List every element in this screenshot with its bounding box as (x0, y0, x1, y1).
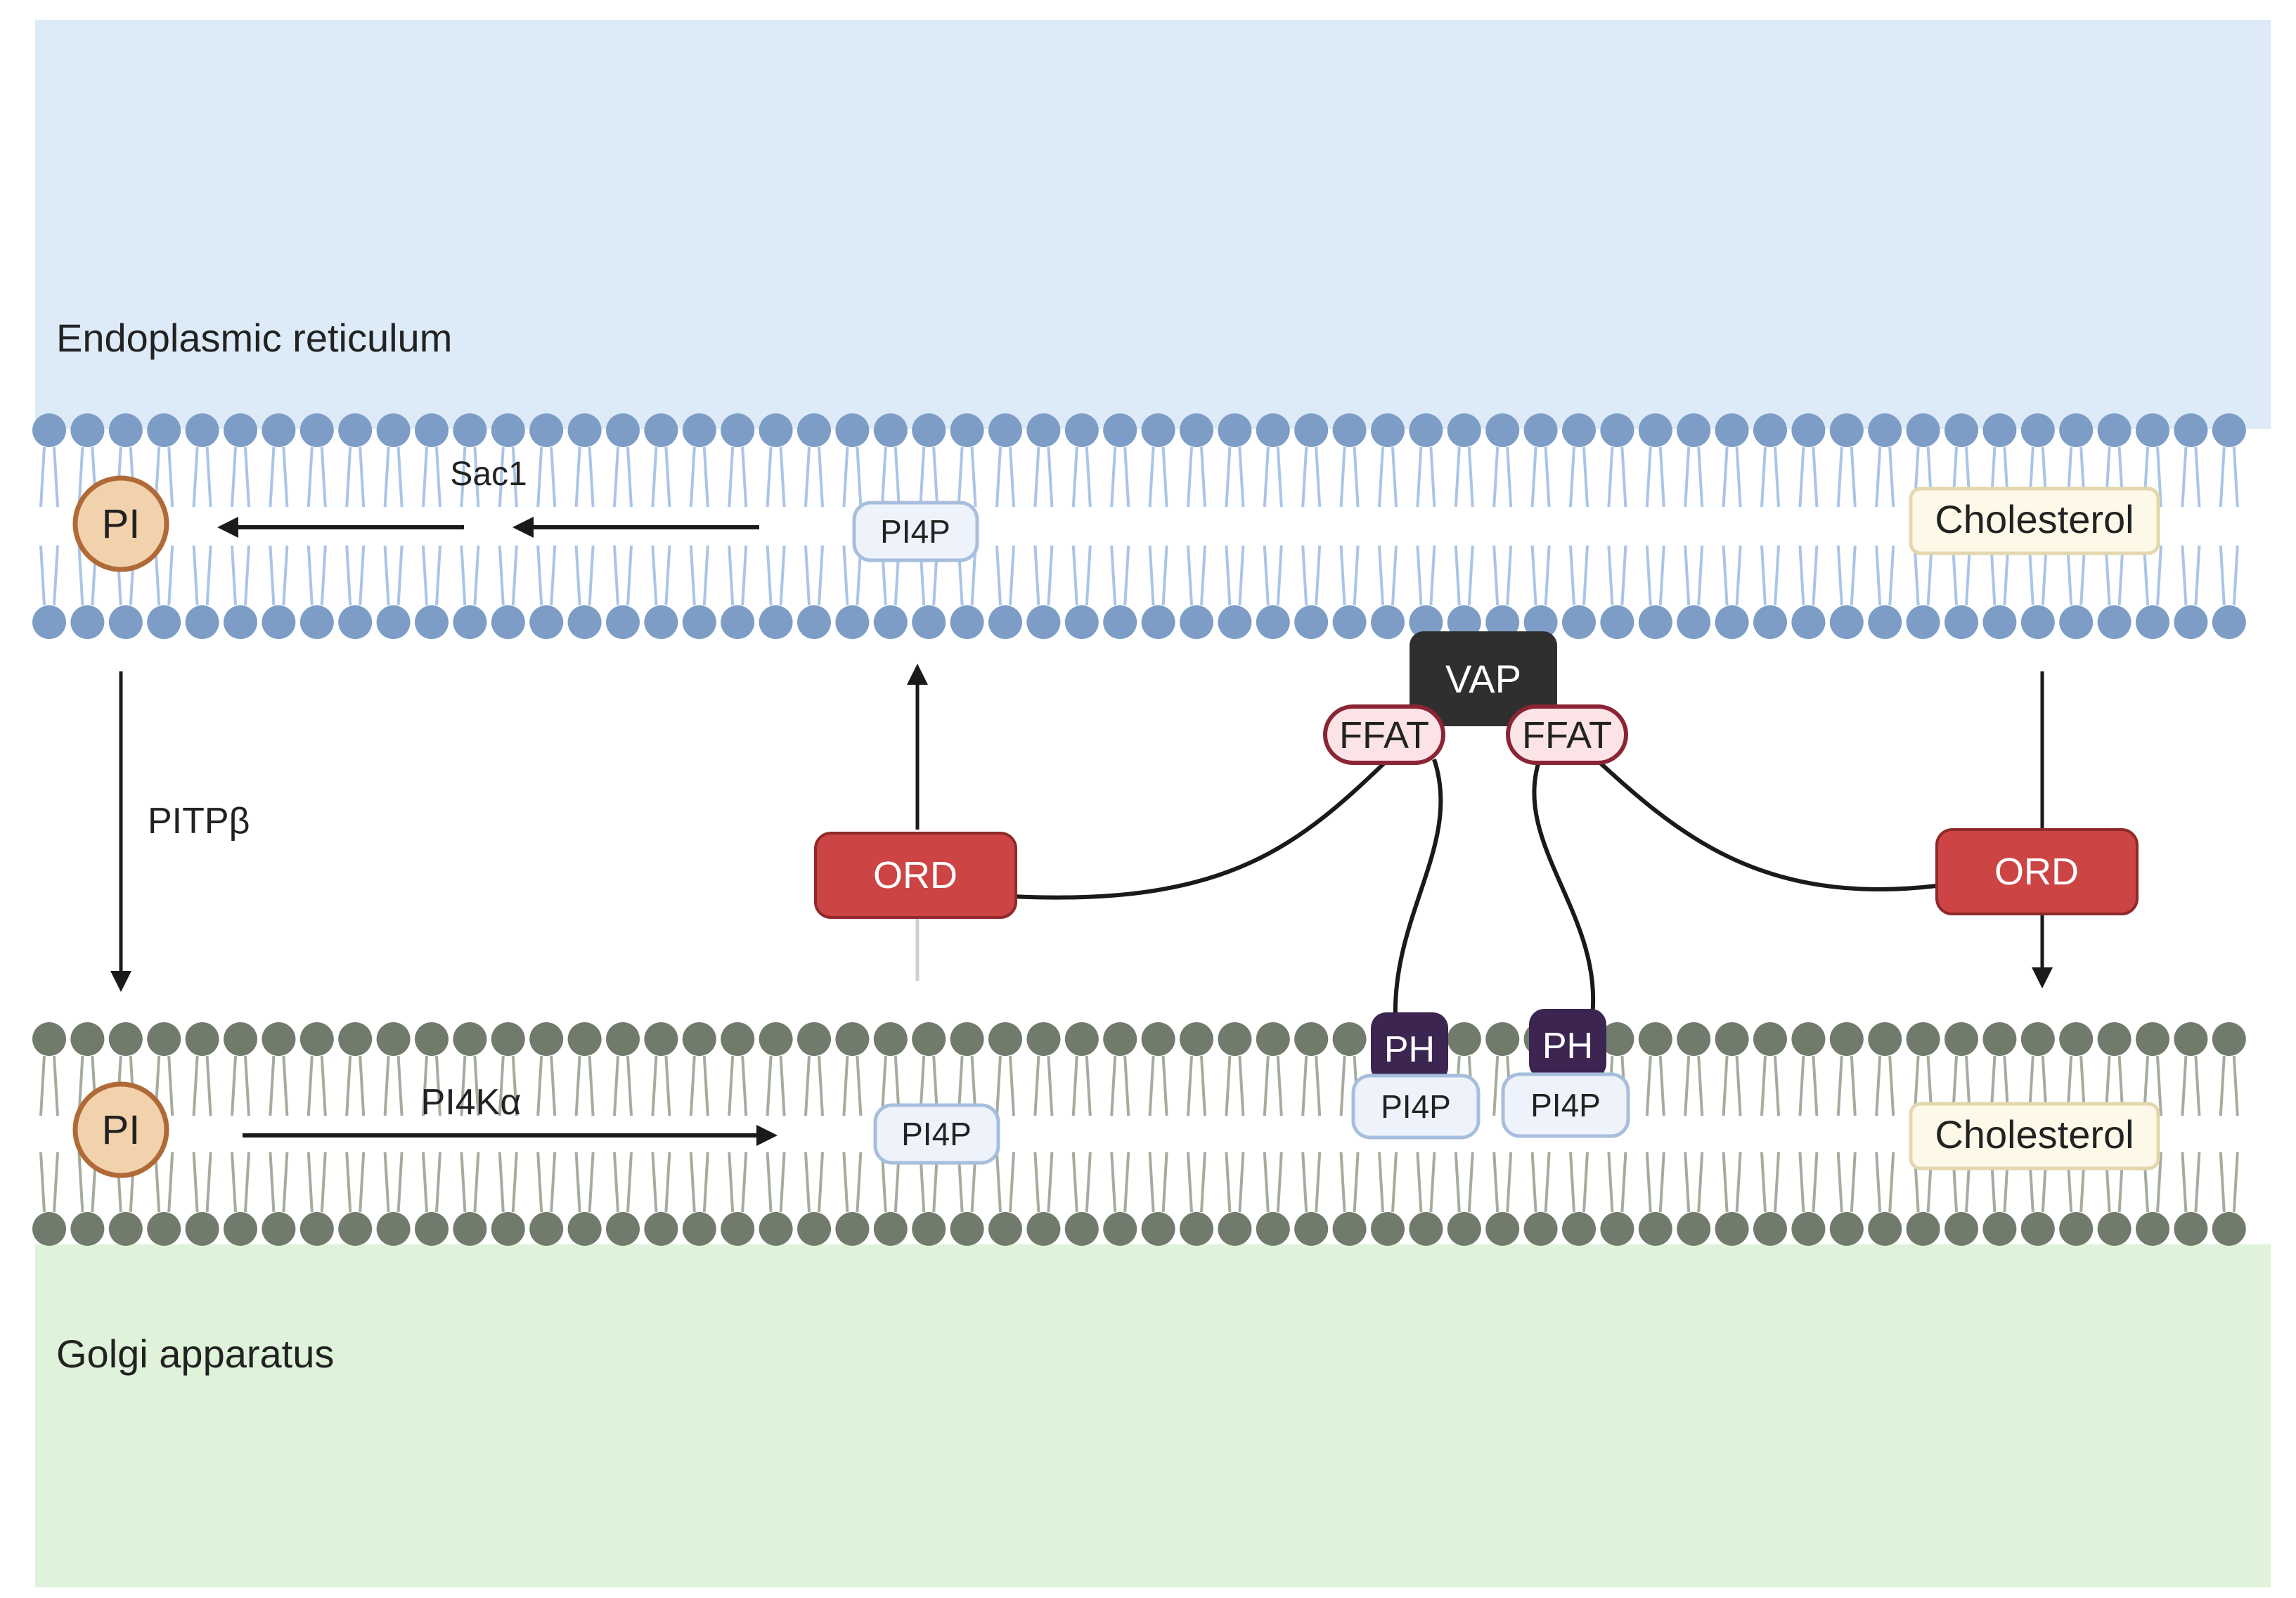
vap-label: VAP (1445, 657, 1521, 701)
pi4p-golgi-label: PI4P (901, 1116, 972, 1152)
linker-ffat-left-ord (1012, 754, 1394, 900)
ord-left: ORD (814, 832, 1017, 919)
pi4p-ph-left: PI4P (1351, 1074, 1481, 1140)
pi4p-golgi: PI4P (873, 1103, 1000, 1165)
cholesterol-golgi: Cholesterol (1909, 1102, 2160, 1171)
golgi-label: Golgi apparatus (56, 1332, 334, 1376)
ph-right: PH (1529, 1009, 1606, 1079)
er-membrane (32, 413, 2246, 639)
ffat-left-label: FFAT (1339, 714, 1429, 756)
ffat-right: FFAT (1506, 704, 1628, 765)
pi-er-label: PI (102, 501, 141, 547)
linker-ffat-left-ph (1393, 759, 1443, 1020)
er-membrane-heads (32, 413, 2246, 639)
ord-left-label: ORD (873, 854, 957, 896)
pi4p-er: PI4P (852, 501, 979, 562)
golgi-membrane (32, 1022, 2246, 1246)
er-lumen (35, 20, 2271, 429)
linker-ffat-right-ord (1590, 754, 1937, 891)
ffat-right-label: FFAT (1522, 714, 1612, 756)
golgi-membrane-heads (32, 1022, 2246, 1246)
pi4p-er-label: PI4P (880, 513, 950, 550)
pi4k-label: PI4Kα (421, 1082, 522, 1123)
cholesterol-golgi-label: Cholesterol (1935, 1112, 2134, 1156)
ffat-left: FFAT (1323, 704, 1445, 765)
pi4p-ph-right: PI4P (1501, 1072, 1630, 1138)
pi-er: PI (72, 475, 169, 572)
cholesterol-er-label: Cholesterol (1935, 497, 2134, 541)
vap-protein: VAP (1410, 631, 1557, 726)
sac1-label: Sac1 (450, 456, 527, 493)
pi4p-ph-left-label: PI4P (1381, 1088, 1451, 1125)
pitp-label: PITPβ (148, 801, 250, 842)
linker-ffat-right-ph (1532, 759, 1596, 1017)
ph-right-label: PH (1542, 1026, 1593, 1067)
ord-right-label: ORD (1994, 851, 2079, 893)
ph-left: PH (1371, 1012, 1448, 1083)
golgi-lumen (35, 1244, 2271, 1587)
cholesterol-er: Cholesterol (1909, 487, 2160, 555)
pi-golgi: PI (72, 1081, 169, 1178)
pi4p-ph-right-label: PI4P (1530, 1087, 1601, 1123)
ph-left-label: PH (1384, 1029, 1435, 1070)
pi-golgi-label: PI (102, 1107, 141, 1153)
er-label: Endoplasmic reticulum (56, 316, 452, 360)
ord-right: ORD (1935, 828, 2139, 915)
